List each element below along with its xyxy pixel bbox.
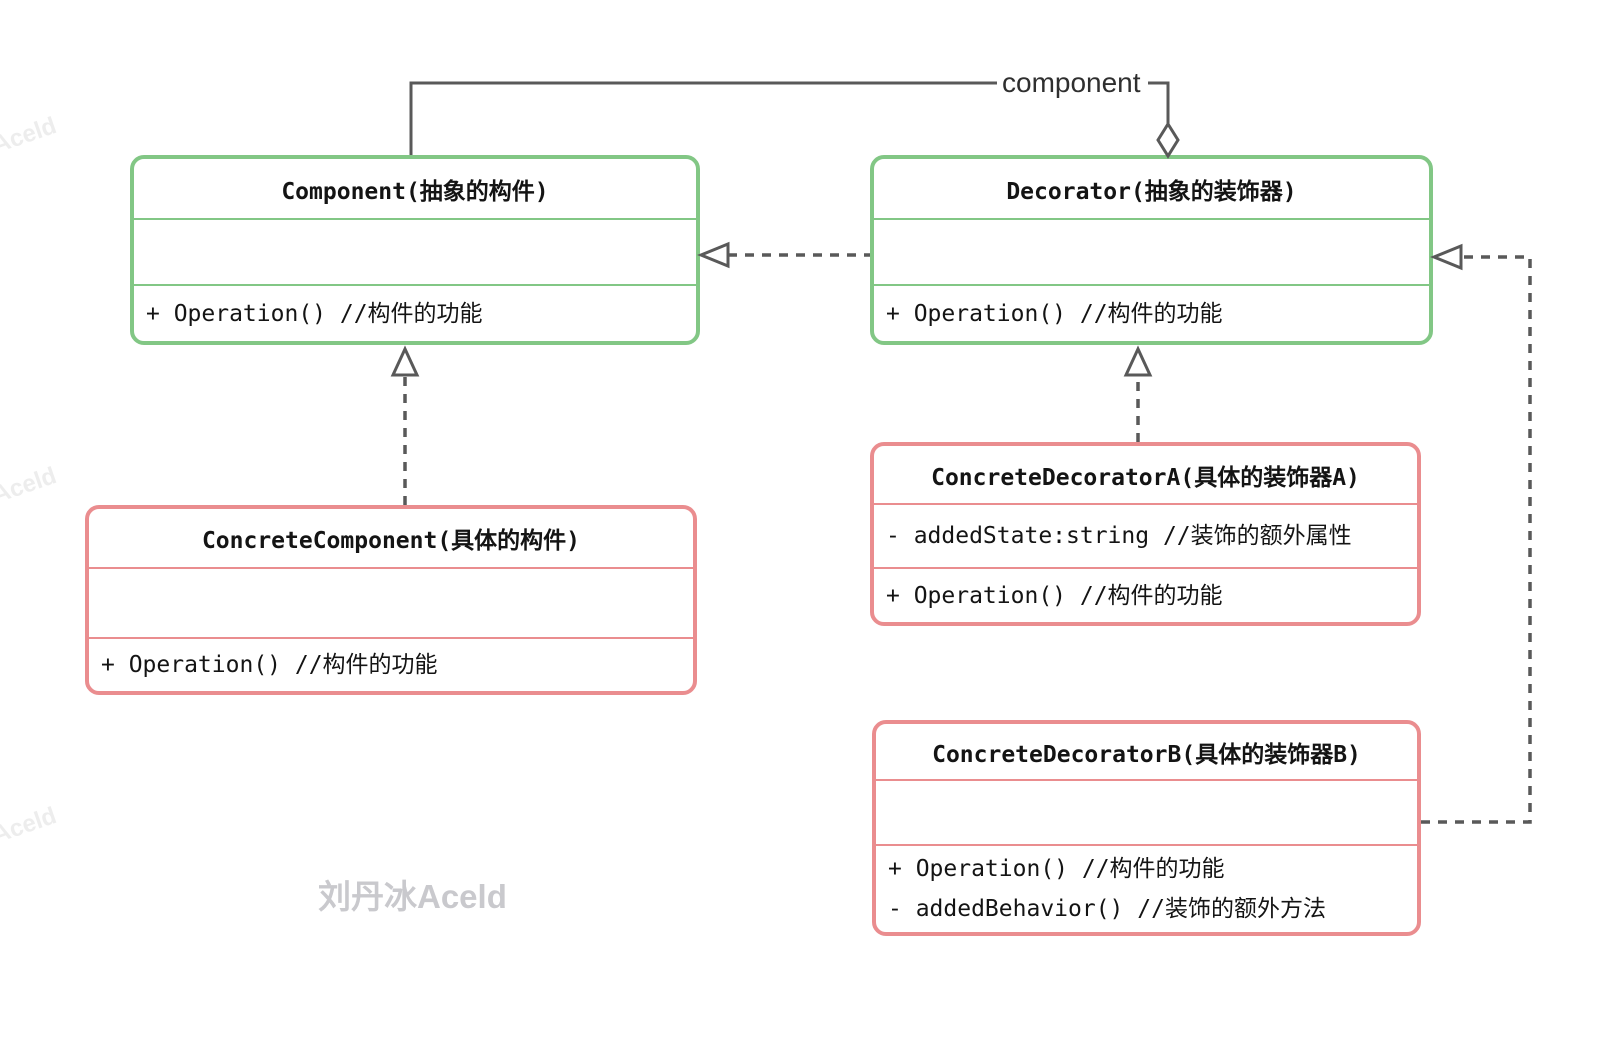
class-methods-component: + Operation() //构件的功能 [134, 286, 696, 341]
watermark-author: 刘丹冰Aceld [318, 878, 507, 915]
aggregation-line-left [409, 81, 997, 155]
hollow-arrowhead-up-icon [1123, 345, 1153, 377]
method-line: + Operation() //构件的功能 [886, 300, 1223, 327]
class-methods-concrete-decorator-a: + Operation() //构件的功能 [874, 569, 1417, 622]
class-title-concrete-decorator-b: ConcreteDecoratorB(具体的装饰器B) [876, 724, 1417, 781]
class-box-decorator: Decorator(抽象的装饰器) + Operation() //构件的功能 [870, 155, 1433, 345]
class-attributes-component [134, 220, 696, 286]
class-box-concrete-component: ConcreteComponent(具体的构件) + Operation() /… [85, 505, 697, 695]
watermark-faint-middle: Aceld [0, 462, 60, 509]
class-methods-concrete-decorator-b: + Operation() //构件的功能 - addedBehavior() … [876, 846, 1417, 932]
class-box-component: Component(抽象的构件) + Operation() //构件的功能 [130, 155, 700, 345]
class-attributes-concrete-decorator-a: - addedState:string //装饰的额外属性 [874, 505, 1417, 569]
class-methods-concrete-component: + Operation() //构件的功能 [89, 639, 693, 691]
watermark-faint-top: Aceld [0, 112, 60, 159]
hollow-arrowhead-up-icon [390, 345, 420, 377]
aggregation-line-right [1148, 81, 1170, 126]
aggregation-diamond-icon [1156, 121, 1180, 159]
dashed-line-concretedecoratorb-to-decorator [1421, 255, 1532, 824]
class-title-concrete-component: ConcreteComponent(具体的构件) [89, 509, 693, 569]
method-line: - addedBehavior() //装饰的额外方法 [888, 896, 1326, 922]
method-line: + Operation() //构件的功能 [101, 652, 438, 678]
class-box-concrete-decorator-a: ConcreteDecoratorA(具体的装饰器A) - addedState… [870, 442, 1421, 626]
class-title-decorator: Decorator(抽象的装饰器) [874, 159, 1429, 220]
method-line: + Operation() //构件的功能 [886, 582, 1223, 609]
method-line: + Operation() //构件的功能 [888, 856, 1225, 882]
method-line: + Operation() //构件的功能 [146, 300, 483, 327]
class-attributes-decorator [874, 220, 1429, 286]
edge-label-component: component [999, 67, 1144, 99]
watermark-faint-bottom: Aceld [0, 802, 60, 849]
class-box-concrete-decorator-b: ConcreteDecoratorB(具体的装饰器B) + Operation(… [872, 720, 1421, 936]
class-attributes-concrete-decorator-b [876, 781, 1417, 846]
class-attributes-concrete-component [89, 569, 693, 639]
hollow-arrowhead-left-icon [1430, 243, 1463, 271]
hollow-arrowhead-left-icon [697, 241, 730, 269]
attribute-line: - addedState:string //装饰的额外属性 [886, 523, 1352, 549]
class-title-component: Component(抽象的构件) [134, 159, 696, 220]
class-methods-decorator: + Operation() //构件的功能 [874, 286, 1429, 341]
class-title-concrete-decorator-a: ConcreteDecoratorA(具体的装饰器A) [874, 446, 1417, 505]
